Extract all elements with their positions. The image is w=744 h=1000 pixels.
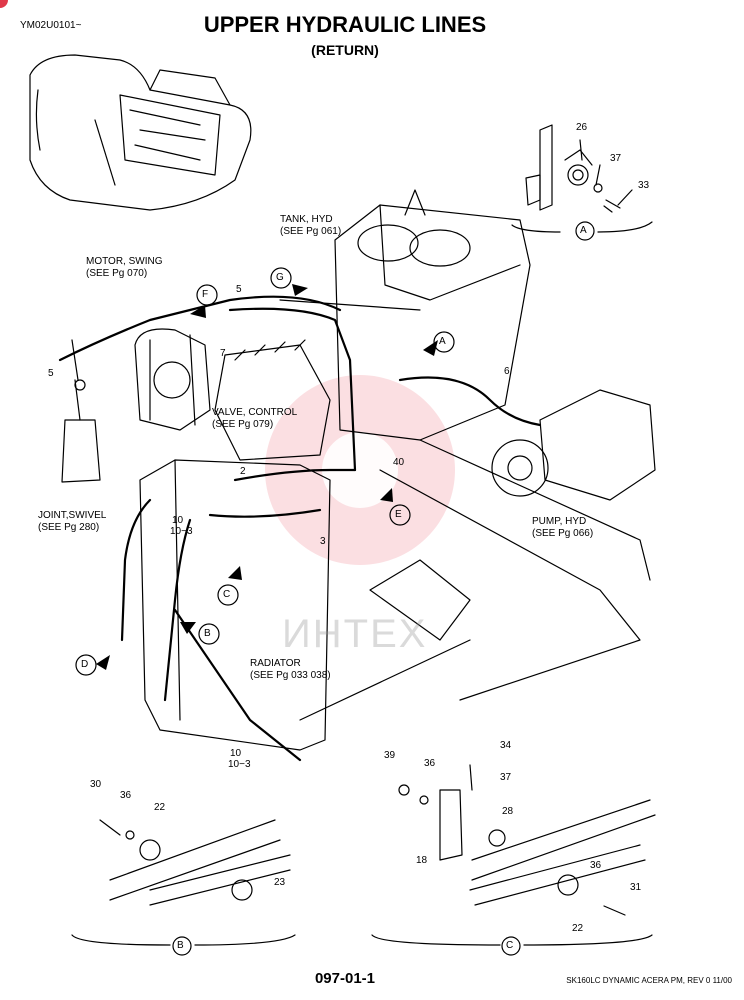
- callout-g: G: [276, 272, 284, 283]
- detail-a-label: A: [580, 225, 587, 236]
- swivel-joint-label: JOINT,SWIVEL(SEE Pg 280): [38, 510, 107, 533]
- part-number: 22: [572, 923, 584, 934]
- callout-circles: [75, 267, 455, 676]
- callout-f: F: [202, 289, 209, 300]
- pump-label: PUMP, HYD(SEE Pg 066): [532, 516, 594, 539]
- detail-b-drawing: [71, 819, 296, 956]
- part-number: 22: [154, 802, 166, 813]
- watermark-gear-hole: [322, 432, 398, 508]
- detail-c-label: C: [506, 940, 514, 951]
- part-number: 31: [630, 882, 642, 893]
- callout-d: D: [81, 659, 89, 670]
- upper-frame-drawing: [279, 299, 651, 721]
- part-number: 7: [220, 348, 226, 359]
- tank-label: TANK, HYD(SEE Pg 061): [280, 214, 342, 237]
- part-number: 6: [504, 366, 510, 377]
- part-number: 10: [230, 748, 242, 759]
- detail-b-label: B: [177, 940, 184, 951]
- swing-motor-drawing: [134, 328, 211, 431]
- detail-c-drawing: [371, 764, 656, 956]
- callout-arrows: [96, 284, 438, 670]
- part-number: 40: [393, 457, 405, 468]
- part-number: 5: [236, 284, 242, 295]
- part-number: 36: [590, 860, 602, 871]
- return-hoses: [58, 295, 542, 762]
- callout-c: C: [223, 589, 231, 600]
- hydraulic-pump-drawing: [491, 389, 656, 501]
- model-code: YM02U0101~: [20, 20, 82, 31]
- part-number: 18: [416, 855, 428, 866]
- radiator-drawing: [139, 459, 331, 751]
- part-number: 5: [48, 368, 54, 379]
- part-number: 26: [576, 122, 588, 133]
- part-number: 34: [500, 740, 512, 751]
- part-number: 33: [638, 180, 650, 191]
- page-title: UPPER HYDRAULIC LINES: [203, 12, 487, 37]
- control-valve-label: VALVE, CONTROL(SEE Pg 079): [212, 407, 298, 430]
- part-number: 10−3: [170, 526, 193, 537]
- part-number: 30: [90, 779, 102, 790]
- detail-a-bracket-drawing: [511, 124, 653, 241]
- part-number: 3: [320, 536, 326, 547]
- control-valve-drawing: [214, 339, 331, 461]
- corner-marker: [0, 0, 8, 8]
- part-number: 37: [610, 153, 622, 164]
- part-number: 36: [120, 790, 132, 801]
- callout-e: E: [395, 509, 402, 520]
- page-number: 097-01-1: [314, 970, 376, 987]
- part-number: 28: [502, 806, 514, 817]
- watermark-text: ИНТЕХ: [282, 612, 428, 656]
- swing-motor-label: MOTOR, SWING(SEE Pg 070): [86, 256, 163, 279]
- part-number: 36: [424, 758, 436, 769]
- part-number: 23: [274, 877, 286, 888]
- part-number: 37: [500, 772, 512, 783]
- radiator-label: RADIATOR(SEE Pg 033 038): [250, 658, 331, 681]
- callout-b: B: [204, 628, 211, 639]
- part-number: 39: [384, 750, 396, 761]
- part-number: 10−3: [228, 759, 251, 770]
- document-footer: SK160LC DYNAMIC ACERA PM, REV 0 11/00: [566, 976, 732, 985]
- machine-overview-sketch: [29, 54, 252, 211]
- page-subtitle: (RETURN): [311, 42, 379, 58]
- part-number: 10: [172, 515, 184, 526]
- callout-a: A: [439, 336, 446, 347]
- swivel-joint-drawing: [61, 339, 101, 483]
- part-number: 2: [240, 466, 246, 477]
